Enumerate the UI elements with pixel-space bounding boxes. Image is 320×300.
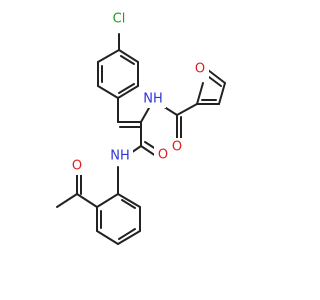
molecule-structure: Cl O NH O NH O O [56, 10, 226, 245]
amide-nh-lower-label: NH [110, 149, 130, 164]
bond [207, 69, 226, 84]
atom-label-background [168, 138, 186, 156]
atom-labels: Cl O NH O NH O O [68, 10, 209, 175]
furan-oxygen-label: O [195, 62, 205, 77]
bond [120, 55, 135, 65]
bond [97, 85, 119, 99]
atom-label-background [191, 60, 209, 78]
amide-carbonyl-o-upper-label: O [172, 140, 182, 155]
bond [56, 193, 78, 208]
atom-label-background [106, 10, 132, 28]
bond [121, 199, 136, 209]
bond [76, 193, 98, 208]
bond [96, 230, 119, 245]
acetylphenyl-ring [96, 166, 141, 245]
amide-nh-upper-label: NH [143, 92, 163, 107]
atom-label-background [140, 90, 166, 108]
bond [218, 82, 226, 105]
bond [96, 193, 119, 208]
bond [208, 76, 222, 87]
bond [118, 228, 136, 240]
bond [117, 230, 141, 245]
chlorophenyl-ring [97, 49, 139, 99]
atom-label-background [107, 147, 133, 165]
molecule-canvas: Cl O NH O NH O O [56, 10, 226, 245]
acetyl-oxygen-label: O [72, 159, 82, 174]
bond [118, 83, 135, 94]
atom-label-background [68, 157, 86, 175]
bond [97, 49, 120, 63]
bond [117, 85, 139, 99]
bond [118, 49, 139, 63]
chlorine-label: Cl [113, 12, 126, 27]
atom-label-background [154, 146, 172, 164]
bond [117, 193, 141, 208]
bond [196, 82, 204, 105]
amide-carbonyl-o-lower-label: O [158, 148, 168, 163]
bond [176, 103, 198, 116]
